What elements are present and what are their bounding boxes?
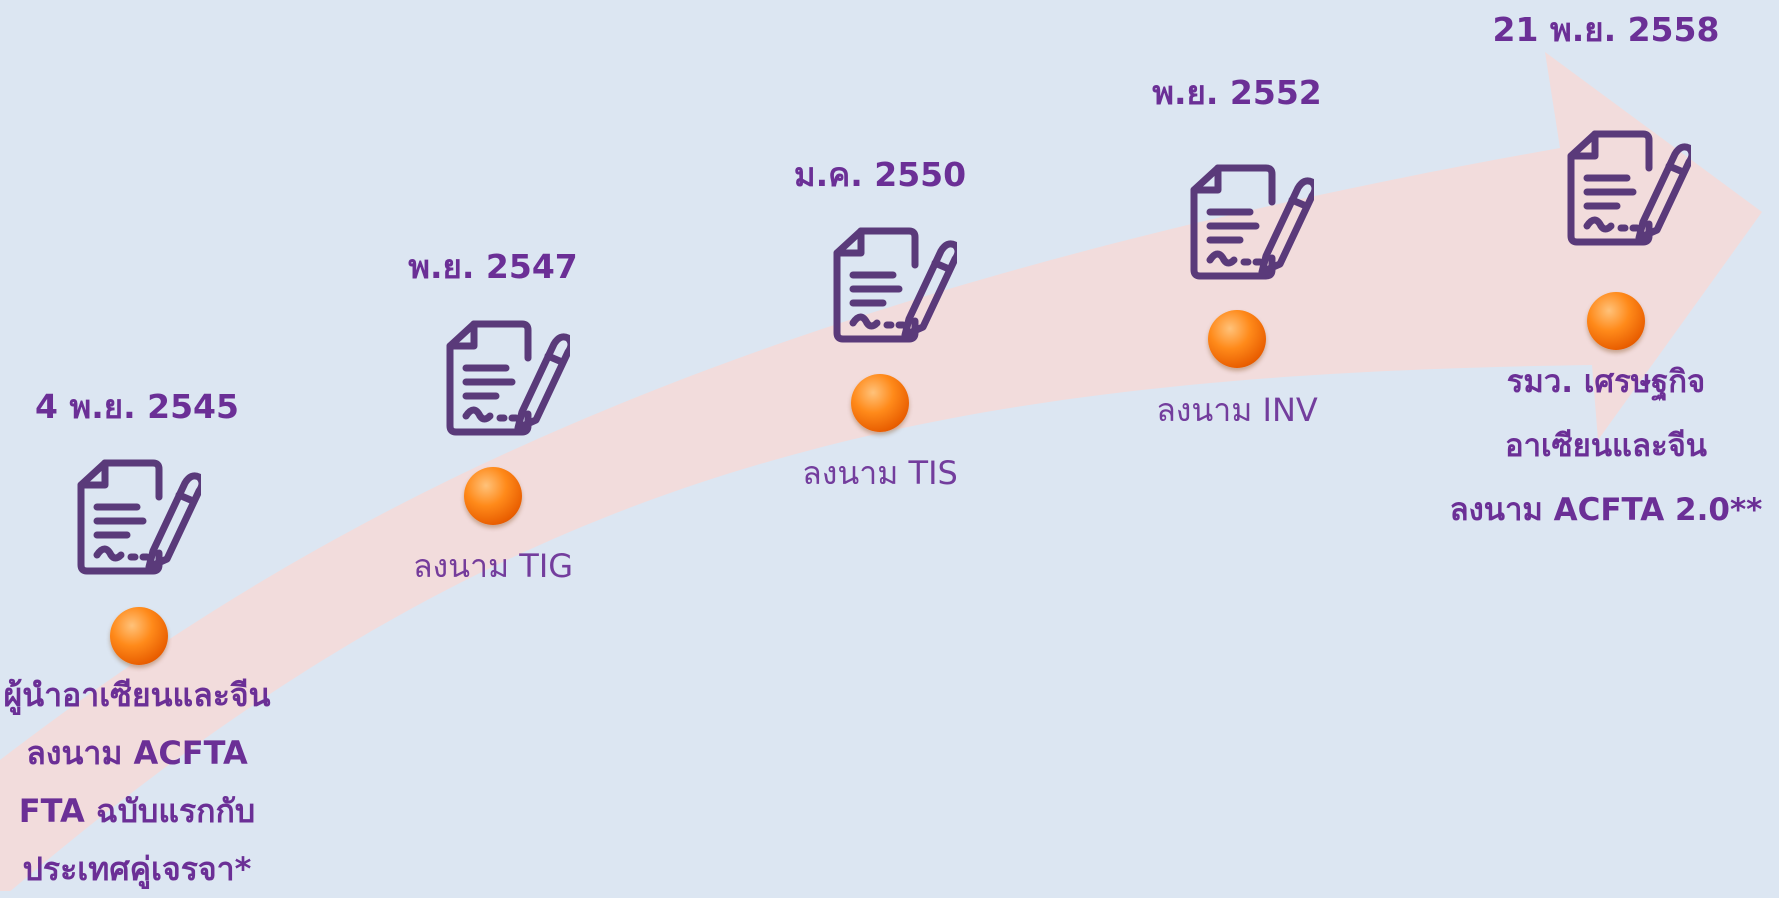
contract-sign-icon (446, 320, 570, 436)
contract-sign-icon (1190, 164, 1314, 280)
milestone-dot (1208, 310, 1266, 368)
milestone-date: ม.ค. 2550 (793, 155, 967, 194)
milestone-dot (464, 467, 522, 525)
milestone-label: ลงนาม TIG (412, 547, 574, 585)
milestone-label: รมว. เศรษฐกิจ อาเซียนและจีน ลงนาม ACFTA … (1449, 364, 1763, 528)
milestone-dot (1587, 292, 1645, 350)
milestone-label: ผู้นำอาเซียนและจีน ลงนาม ACFTA FTA ฉบับแ… (3, 676, 271, 888)
milestone-label: ลงนาม INV (1156, 391, 1318, 429)
milestone-date: พ.ย. 2547 (408, 247, 578, 286)
milestone-date: 4 พ.ย. 2545 (35, 387, 239, 426)
contract-sign-icon (77, 459, 201, 575)
milestone-date: พ.ย. 2552 (1152, 73, 1322, 112)
contract-sign-icon (833, 227, 957, 343)
milestone-date: 21 พ.ย. 2558 (1492, 10, 1720, 49)
milestone-dot (851, 374, 909, 432)
contract-sign-icon (1567, 130, 1691, 246)
milestone-dot (110, 607, 168, 665)
milestone-label: ลงนาม TIS (802, 454, 958, 492)
